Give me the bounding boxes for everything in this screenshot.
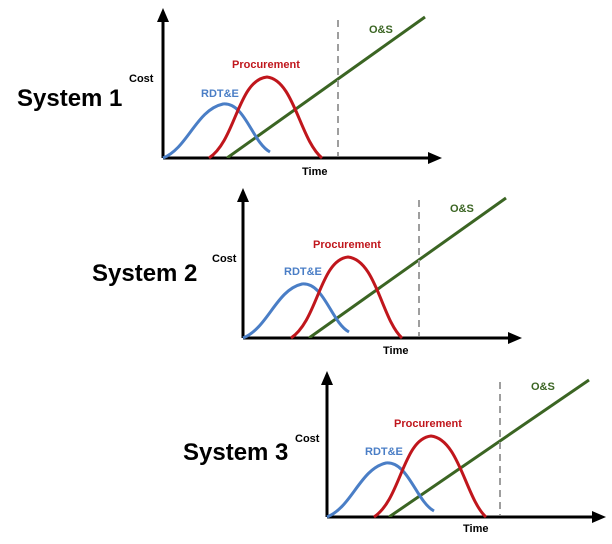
system-1-procurement-curve xyxy=(208,75,324,160)
system-1-rdte-curve xyxy=(162,102,271,160)
system-2-os-label: O&S xyxy=(450,203,474,215)
system-2-os-line xyxy=(308,196,507,338)
system-2-cost-label: Cost xyxy=(212,253,237,265)
system-3-panel: System 3 Cost Time RDT&E Procurement O&S xyxy=(183,371,606,535)
system-2-x-axis-arrow xyxy=(508,332,522,344)
system-2-title: System 2 xyxy=(92,260,197,287)
system-3-rdte-label: RDT&E xyxy=(365,446,403,458)
system-3-x-axis-arrow xyxy=(592,511,606,523)
system-2-time-label: Time xyxy=(383,345,408,357)
system-3-os-label: O&S xyxy=(531,381,555,393)
system-1-y-axis-arrow xyxy=(157,8,169,22)
system-3-procurement-label: Procurement xyxy=(394,418,462,430)
system-3-y-axis-arrow xyxy=(321,371,333,385)
system-3-procurement-curve xyxy=(373,434,488,519)
system-1-title: System 1 xyxy=(17,85,122,112)
system-2-panel: System 2 Cost Time RDT&E Procurement O&S xyxy=(92,188,522,357)
system-2-procurement-label: Procurement xyxy=(313,239,381,251)
system-2-y-axis-arrow xyxy=(237,188,249,202)
system-2-rdte-label: RDT&E xyxy=(284,266,322,278)
system-1-os-label: O&S xyxy=(369,24,393,36)
system-2-procurement-curve xyxy=(290,255,404,340)
system-3-cost-label: Cost xyxy=(295,433,320,445)
system-1-panel: System 1 Cost Time RDT&E Procurement O&S xyxy=(17,8,442,178)
system-1-procurement-label: Procurement xyxy=(232,59,300,71)
system-1-rdte-label: RDT&E xyxy=(201,88,239,100)
system-1-cost-label: Cost xyxy=(129,73,154,85)
system-3-os-line xyxy=(388,378,590,517)
system-2-rdte-curve xyxy=(242,282,350,340)
system-3-time-label: Time xyxy=(463,523,488,535)
system-1-x-axis-arrow xyxy=(428,152,442,164)
system-3-rdte-curve xyxy=(326,461,435,519)
system-1-os-line xyxy=(226,15,426,158)
system-1-time-label: Time xyxy=(302,166,327,178)
system-3-title: System 3 xyxy=(183,439,288,466)
